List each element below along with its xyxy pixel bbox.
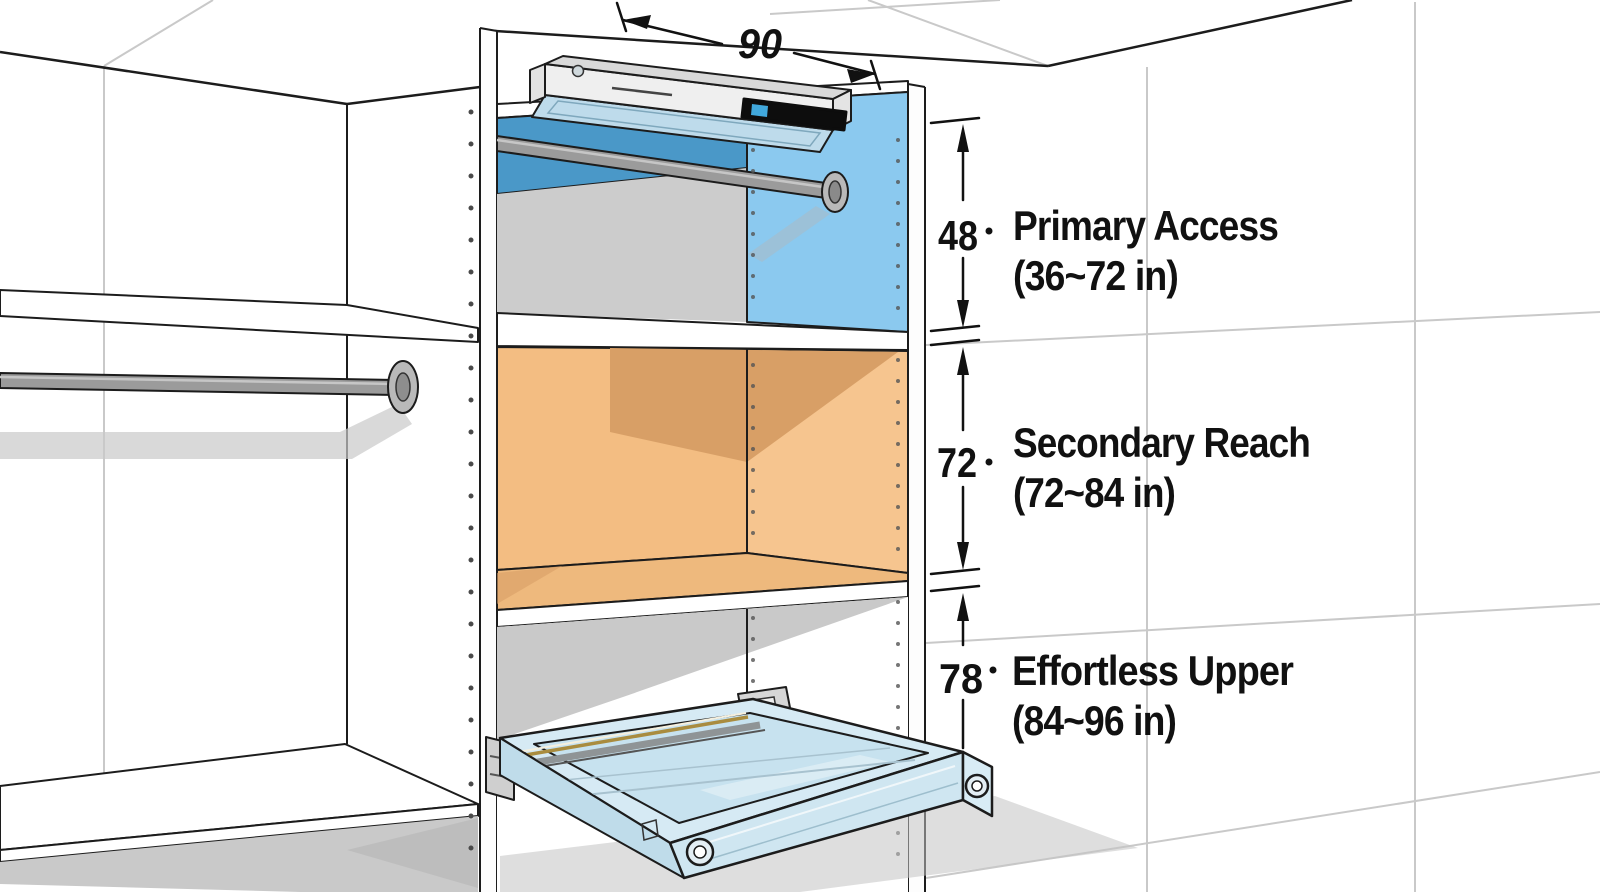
zone-bottom-shadow [497,597,908,740]
dim72-arrow-down [957,542,969,570]
tray-brass-rail-highlight [511,712,747,754]
dimension-top-width: 90 [615,1,882,91]
column-rod-highlight [496,138,831,190]
wall-ceiling-junction [1047,0,1353,68]
left-floor-sliver [0,884,300,892]
ceiling-grid-line-1 [867,0,1049,67]
zone-primary-range: (36~72 in) [1013,252,1178,299]
tray-brass-rail [513,715,749,759]
tray-latch-detail [641,819,659,841]
left-bottom-shelf-shadow [0,816,478,892]
dim48-tick-bottom [929,324,981,333]
dim90-tick-left [615,1,628,33]
dim90-line-right [792,51,877,76]
zone-upper-range: (84~96 in) [1012,697,1176,744]
tray-front-bolt-center [693,845,707,859]
zone-secondary-range: (72~84 in) [1013,469,1175,516]
tray-front-lowline [699,782,959,863]
dim90-tick-right [869,59,882,91]
tray-shadow [500,796,1138,892]
dim48-arrow-down [957,300,969,328]
tray-slide-rail-edge [519,729,766,771]
zone-secondary-title: Secondary Reach [1013,419,1310,466]
dim72-tick-top [929,338,981,347]
divider-right-face [908,84,925,892]
tray-slide-rail [519,721,761,769]
left-upper-shelf [0,289,479,343]
dim48-separator-dot [985,227,993,235]
dimension-zone-secondary: 72 [929,338,993,576]
column-rod-end-hub [828,180,842,204]
device-left-end [529,63,546,104]
wall-grid-horizontal-2 [925,603,1600,644]
zone-primary-device-shadow [497,168,747,322]
device-glass-inner-line [546,100,822,147]
left-unit-top-edge [0,50,348,106]
dim78-tick-top [929,584,981,593]
device-vent-line [611,86,673,97]
device-display-slot [740,97,848,132]
device-corner-screw [571,64,585,78]
dim78-separator-dot [989,666,997,674]
tray-glass-surface [533,712,929,824]
wardrobe-top-front-edge [479,28,1049,68]
dim48-tick-top [929,116,981,125]
dim90-value: 90 [738,20,782,67]
left-unit-top-back-edge [346,85,481,106]
wall-grid-horizontal-1 [925,311,1600,346]
tray-front-highlight [689,765,956,849]
left-rod-highlight [0,375,395,386]
dim78-value: 78 [939,655,983,702]
zone-secondary-shadow [610,348,898,462]
glass-pullout-tray [485,686,1138,892]
divider-right-top-cap [907,83,926,88]
dimension-zone-primary: 48 [929,116,993,333]
device-indicator-light [751,104,768,117]
divider-left-face [480,28,497,892]
tray-glass-reflection [700,755,890,800]
left-bottom-shelf-shadow-dark [347,818,478,888]
zone-secondary-floor-shadow [497,566,562,604]
zone-primary-title: Primary Access [1013,202,1278,249]
dim72-tick-bottom [929,567,981,576]
zone-labels: Primary Access (36~72 in) Secondary Reac… [1012,202,1311,744]
ceiling-corner-line [103,0,214,67]
dim90-line-left [621,18,724,46]
tray-right-bolt-center [971,780,983,792]
ceiling-grid-line-2 [769,0,1001,15]
left-closet-unit [0,289,479,892]
divider-left-top-cap [479,27,498,32]
dim48-arrow-up [957,124,969,152]
dim90-arrow-right [847,69,875,83]
left-rod-shadow [0,404,412,459]
column-peg-holes [751,138,900,874]
zone-upper-title: Effortless Upper [1012,647,1294,694]
left-rod-end-hub [395,372,411,402]
dimension-zone-upper: 78 [929,584,997,750]
dim48-value: 48 [938,212,978,259]
dim72-separator-dot [985,458,993,466]
dim72-value: 72 [937,439,977,486]
column-rod-shadow [748,206,830,262]
tray-cross-rail-2 [564,747,891,781]
tray-cross-rail-1 [584,759,916,796]
ceiling-mounted-unit [529,55,852,153]
